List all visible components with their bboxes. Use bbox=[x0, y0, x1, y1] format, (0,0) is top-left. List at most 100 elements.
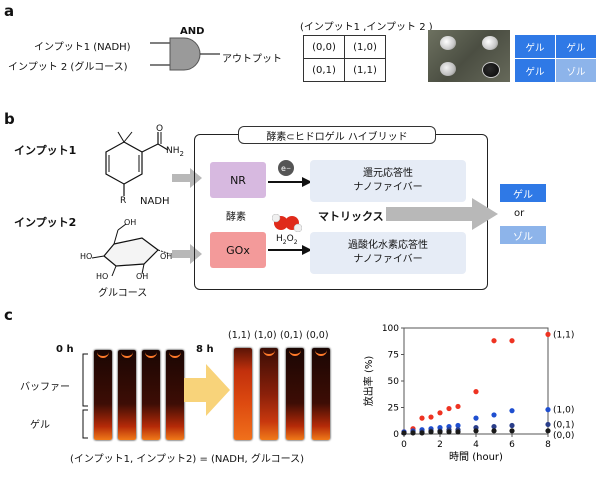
vial-0h bbox=[118, 350, 136, 440]
data-point bbox=[446, 429, 452, 435]
state-cell-gel: ゲル bbox=[555, 34, 597, 59]
buffer-label: バッファー bbox=[20, 382, 70, 393]
reduction-nanofiber-box: 還元応答性 ナノファイバー bbox=[310, 160, 466, 202]
data-point bbox=[473, 389, 479, 395]
truth-cell: (0,1) bbox=[303, 58, 345, 82]
data-point bbox=[491, 428, 497, 434]
glucose-ho-label: HO bbox=[80, 252, 93, 261]
x-tick-label: 2 bbox=[437, 440, 443, 450]
vial-photo bbox=[428, 30, 510, 82]
data-point bbox=[491, 423, 497, 430]
data-point bbox=[401, 430, 407, 436]
input2-label: インプット 2 (グルコース) bbox=[8, 62, 128, 73]
peroxide-nanofiber-box: 過酸化水素応答性 ナノファイバー bbox=[310, 232, 466, 274]
vial-8h bbox=[234, 348, 252, 440]
panel-c-caption: (インプット1, インプット2) = (NADH, グルコース) bbox=[70, 454, 305, 465]
nr-enzyme-box: NR bbox=[210, 162, 266, 198]
data-point bbox=[437, 429, 443, 435]
data-point bbox=[410, 430, 416, 436]
truth-table-title: (インプット1 ,インプット 2 ) bbox=[300, 22, 433, 33]
tube-label: (0,0) bbox=[306, 330, 329, 341]
gox-arrow-icon bbox=[268, 245, 312, 255]
gel-drop bbox=[440, 62, 456, 76]
x-axis-label: 時間 (hour) bbox=[449, 451, 503, 463]
input2-heading: インプット2 bbox=[14, 216, 77, 229]
data-point bbox=[455, 429, 461, 435]
data-point bbox=[509, 428, 515, 434]
and-gate-label: AND bbox=[180, 26, 205, 37]
output-or-label: or bbox=[514, 208, 525, 219]
tube-label: (1,1) bbox=[228, 330, 251, 341]
data-point bbox=[545, 428, 551, 434]
and-gate-icon bbox=[150, 37, 220, 71]
time-arrow-icon bbox=[184, 364, 230, 416]
series-label: (0,0) bbox=[553, 431, 574, 441]
glucose-structure-icon bbox=[91, 223, 171, 277]
fiber1-line1: 還元応答性 bbox=[363, 168, 413, 179]
truth-cell: (0,0) bbox=[303, 35, 345, 59]
hybrid-title: 酵素⊂ヒドロゲル ハイブリッド bbox=[238, 126, 436, 144]
state-cell-sol: ゾル bbox=[555, 58, 597, 83]
glucose-ho-label: HO bbox=[96, 272, 109, 281]
panel-a-letter: a bbox=[4, 2, 15, 20]
input1-heading: インプット1 bbox=[14, 144, 77, 157]
time-0h-label: 0 h bbox=[56, 344, 74, 355]
sol-drop bbox=[482, 62, 500, 78]
enzyme-label: 酵素 bbox=[226, 212, 246, 223]
gel-drop bbox=[482, 36, 498, 50]
h2o2-formula: H2O2 bbox=[276, 234, 298, 246]
y-tick-label: 50 bbox=[388, 377, 400, 387]
data-point bbox=[545, 331, 551, 337]
truth-cell: (1,0) bbox=[344, 35, 386, 59]
output-sol-badge: ゾル bbox=[500, 226, 546, 244]
series-label: (1,0) bbox=[553, 406, 574, 416]
state-table: ゲル ゲル ゲル ゾル bbox=[514, 34, 597, 83]
electron-icon: e− bbox=[278, 160, 294, 176]
x-tick-label: 8 bbox=[545, 440, 551, 450]
data-point bbox=[545, 421, 551, 428]
vial-0h bbox=[94, 350, 112, 440]
truth-cell: (1,1) bbox=[344, 58, 386, 82]
data-point bbox=[419, 415, 425, 421]
y-tick-label: 25 bbox=[388, 404, 399, 414]
glucose-label: グルコース bbox=[98, 288, 148, 299]
panel-b-letter: b bbox=[4, 110, 15, 128]
data-point bbox=[419, 430, 425, 436]
glucose-oh-label: OH bbox=[136, 272, 149, 281]
vial-0h bbox=[166, 350, 184, 440]
layer-bracket-icon bbox=[82, 353, 88, 439]
reaction-arrows-icon bbox=[268, 177, 312, 250]
data-point bbox=[473, 428, 479, 434]
nadh-structure-icon bbox=[105, 131, 169, 196]
data-point bbox=[509, 338, 515, 344]
data-point bbox=[428, 429, 434, 435]
series-label: (0,1) bbox=[553, 420, 574, 430]
gox-enzyme-box: GOx bbox=[210, 232, 266, 268]
truth-table: (0,0) (1,0) (0,1) (1,1) bbox=[303, 35, 386, 82]
time-8h-label: 8 h bbox=[196, 344, 214, 355]
nadh-label: NADH bbox=[140, 196, 170, 207]
x-tick-label: 6 bbox=[509, 440, 515, 450]
data-point bbox=[491, 338, 497, 344]
state-cell-gel: ゲル bbox=[514, 34, 556, 59]
vial-8h bbox=[286, 348, 304, 440]
nadh-r-atom: R bbox=[120, 196, 127, 206]
y-tick-label: 100 bbox=[382, 324, 399, 334]
x-tick-label: 0 bbox=[401, 440, 407, 450]
fiber1-line2: ナノファイバー bbox=[353, 182, 423, 193]
vial-8h bbox=[260, 348, 278, 440]
tube-label: (1,0) bbox=[254, 330, 277, 341]
output-gel-badge: ゲル bbox=[500, 184, 546, 202]
data-point bbox=[491, 412, 497, 418]
data-point bbox=[446, 405, 452, 412]
y-tick-label: 75 bbox=[388, 351, 399, 361]
fiber2-line1: 過酸化水素応答性 bbox=[348, 240, 428, 251]
matrix-label: マトリックス bbox=[318, 210, 384, 223]
x-tick-label: 4 bbox=[473, 440, 479, 450]
y-tick-label: 0 bbox=[393, 430, 399, 440]
fiber2-line2: ナノファイバー bbox=[353, 254, 423, 265]
panel-c-letter: c bbox=[4, 306, 13, 324]
state-cell-gel: ゲル bbox=[514, 58, 556, 83]
gel-drop bbox=[440, 36, 456, 50]
data-point bbox=[545, 407, 551, 413]
